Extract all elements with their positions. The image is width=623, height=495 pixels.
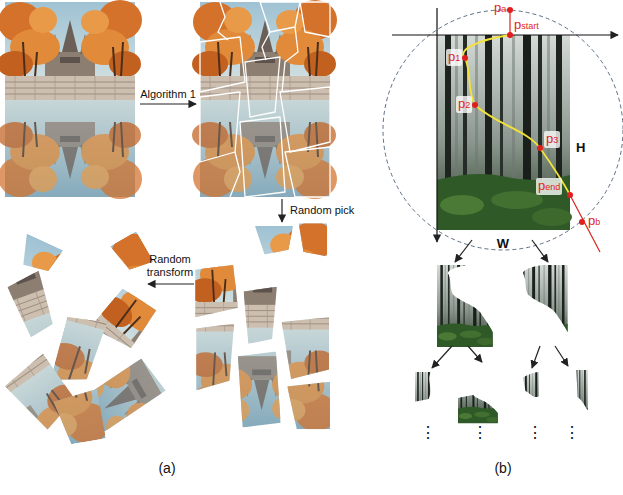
split-piece <box>437 265 494 347</box>
cracked-photo <box>192 0 337 199</box>
point-label: pb <box>588 213 600 230</box>
cut-line <box>510 10 600 252</box>
continuation-dots: ⋮ <box>472 424 488 442</box>
panel-label: (b) <box>494 460 511 477</box>
continuation-dots: ⋮ <box>420 424 436 442</box>
crack-curve <box>463 35 570 195</box>
source-photo <box>0 0 142 199</box>
point-label: pa <box>494 0 506 17</box>
point-label: pstart <box>514 17 539 34</box>
point-label: pend <box>536 178 562 195</box>
point-label: p3 <box>544 131 560 148</box>
forest-photo <box>437 35 572 230</box>
bounding-circle <box>383 10 623 250</box>
step-label: Random pick <box>290 204 354 217</box>
continuation-dots: ⋮ <box>564 424 580 442</box>
split-piece <box>512 265 569 347</box>
step-label: Algorithm 1 <box>140 88 196 101</box>
split-piece <box>512 372 548 425</box>
curve-points <box>462 7 585 225</box>
dimension-label: W <box>497 236 509 251</box>
dimension-label: H <box>576 140 585 155</box>
axes <box>392 8 618 242</box>
split-piece <box>458 365 499 424</box>
step-label: Random transform <box>138 253 202 279</box>
point-label: p1 <box>446 49 462 66</box>
panel-label: (a) <box>158 460 175 477</box>
continuation-dots: ⋮ <box>527 424 543 442</box>
transformed-pieces <box>0 198 295 495</box>
split-piece <box>552 370 588 423</box>
split-piece <box>415 372 451 425</box>
picked-pieces <box>188 221 337 431</box>
split-arrows <box>432 240 568 368</box>
point-label: p2 <box>456 96 472 113</box>
